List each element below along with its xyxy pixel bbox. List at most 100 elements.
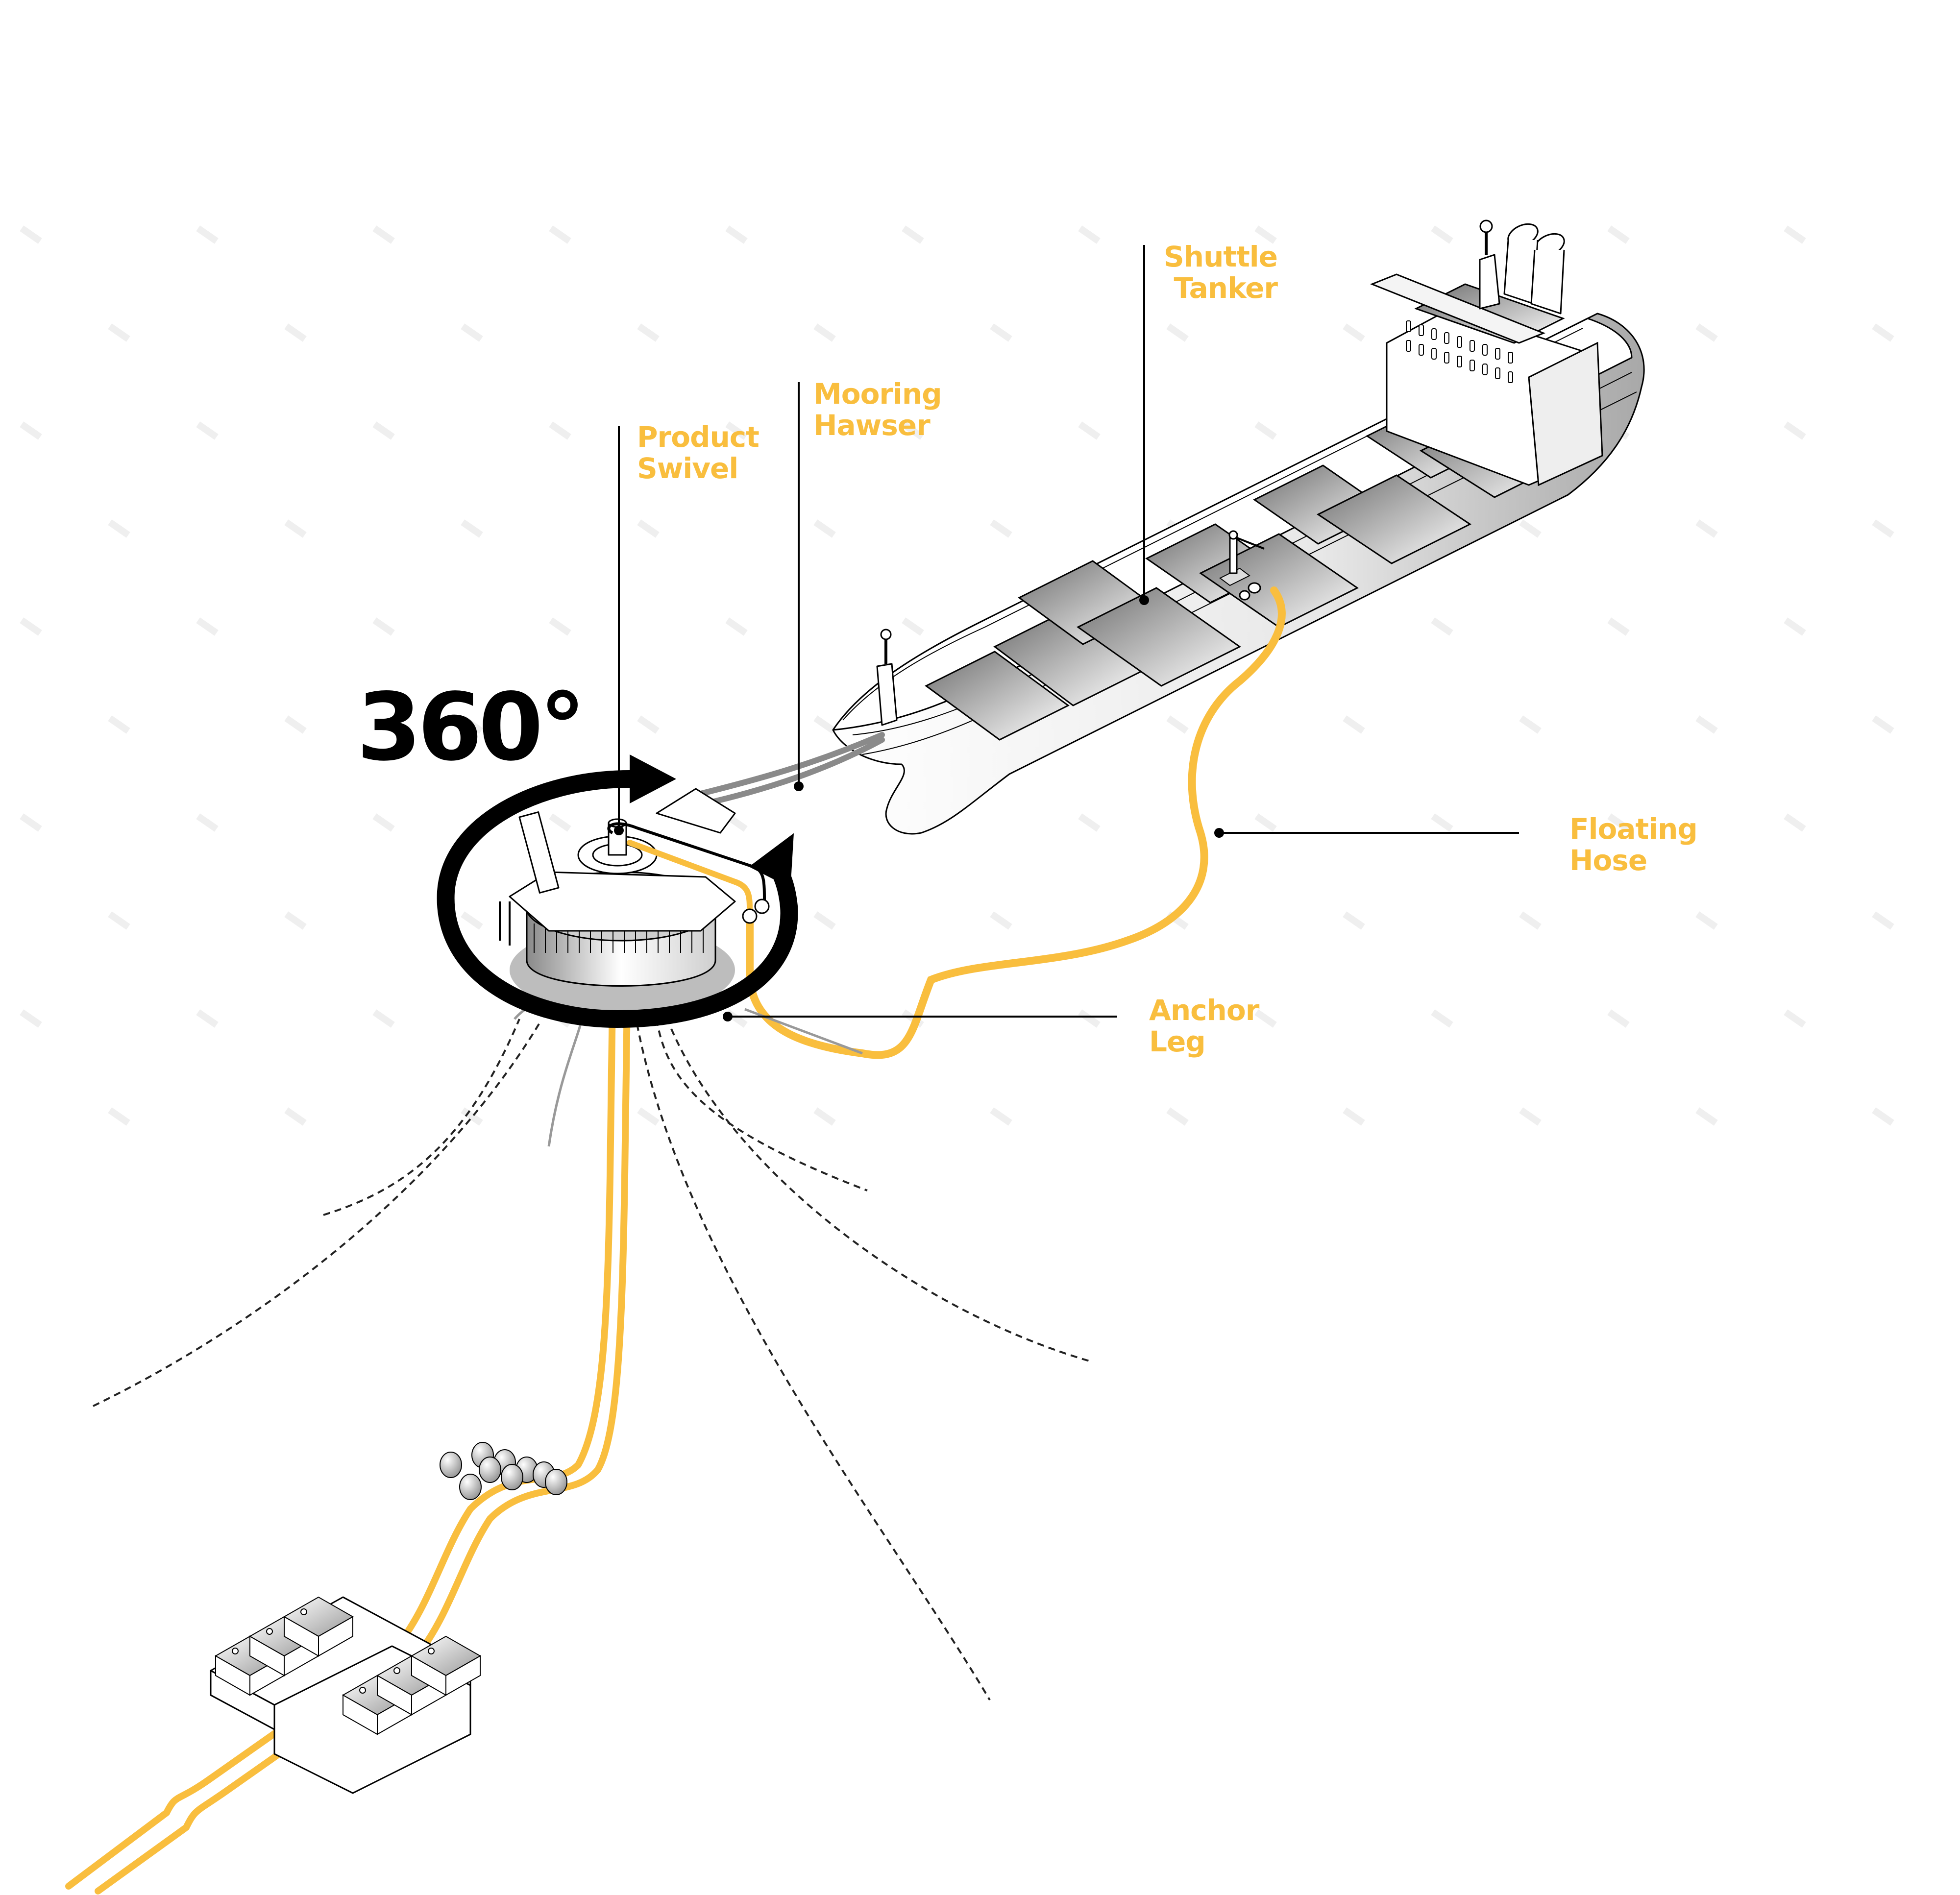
window (1419, 324, 1424, 336)
wave-mark (1872, 715, 1894, 734)
wave-mark (1343, 323, 1365, 342)
wave-mark (902, 617, 924, 636)
wave-mark (108, 323, 130, 342)
wave-mark (1695, 911, 1718, 930)
mooring-buoy (499, 788, 770, 1014)
label-floating-hose: Floating Hose (1569, 812, 1698, 877)
label-line: Swivel (637, 452, 738, 485)
wave-mark (372, 1009, 395, 1028)
superstructure (1370, 219, 1603, 486)
wave-mark (108, 1107, 130, 1126)
wave-mark (1607, 813, 1630, 832)
window (1431, 328, 1437, 340)
label-line: Anchor (1149, 994, 1259, 1027)
wave-mark (549, 421, 571, 440)
label-line: Shuttle (1164, 240, 1278, 273)
wave-mark (196, 225, 219, 244)
label-line: Hawser (813, 409, 931, 442)
window (1508, 371, 1513, 383)
wave-mark (461, 323, 483, 342)
wave-mark (1784, 1009, 1806, 1028)
mooring-hawser (698, 732, 885, 806)
wave-mark (1695, 715, 1718, 734)
label-line: Mooring (813, 377, 942, 411)
wave-mark (1872, 911, 1894, 930)
buoyancy-module (479, 1457, 501, 1483)
wave-mark (108, 911, 130, 930)
wave-mark (108, 715, 130, 734)
wave-mark (990, 519, 1012, 538)
wave-mark (1431, 813, 1453, 832)
wave-mark (1607, 225, 1630, 244)
wave-mark (1695, 323, 1718, 342)
bridge-windows (1406, 320, 1513, 383)
wave-mark (725, 617, 748, 636)
wave-mark (1078, 1009, 1101, 1028)
subsea-risers (65, 996, 631, 1895)
wave-mark (1166, 715, 1189, 734)
wave-mark (1343, 715, 1365, 734)
wave-mark (1695, 519, 1718, 538)
wave-mark (1078, 813, 1101, 832)
wave-mark (725, 421, 748, 440)
wave-mark (196, 813, 219, 832)
wave-mark (990, 911, 1012, 930)
wave-mark (725, 225, 748, 244)
wave-mark (813, 323, 836, 342)
wave-mark (196, 617, 219, 636)
label-line: Hose (1569, 844, 1647, 877)
wave-mark (372, 421, 395, 440)
window (1431, 348, 1437, 360)
label-line: Floating (1569, 812, 1698, 846)
wave-mark (1872, 323, 1894, 342)
wave-mark (1078, 225, 1101, 244)
wave-mark (637, 519, 660, 538)
wave-mark (1519, 519, 1542, 538)
deck-crane (1219, 530, 1265, 586)
wave-mark (1166, 1107, 1189, 1126)
wave-mark (1872, 519, 1894, 538)
wave-mark (372, 225, 395, 244)
wave-mark (549, 813, 571, 832)
window (1495, 367, 1500, 379)
window (1508, 352, 1513, 364)
wave-mark (902, 421, 924, 440)
wave-mark (1078, 421, 1101, 440)
bow-mast (876, 629, 898, 726)
buoyancy-module (545, 1469, 567, 1495)
window (1482, 344, 1488, 356)
wave-mark (1784, 617, 1806, 636)
wave-mark (725, 813, 748, 832)
wave-mark (1254, 421, 1277, 440)
wave-mark (1431, 1009, 1453, 1028)
wave-mark (813, 519, 836, 538)
plem-valve-blocks (214, 1596, 482, 1735)
valve-block (283, 1596, 354, 1657)
valve-block (410, 1635, 482, 1696)
wave-mark (637, 715, 660, 734)
rotation-arrow-icon (437, 754, 798, 1028)
wave-mark (1695, 1107, 1718, 1126)
wave-mark (284, 519, 307, 538)
wave-mark (549, 617, 571, 636)
wave-mark (549, 225, 571, 244)
wave-mark (196, 421, 219, 440)
wave-mark (1872, 1107, 1894, 1126)
wave-mark (813, 911, 836, 930)
window (1444, 332, 1449, 344)
wave-mark (1343, 1107, 1365, 1126)
wave-mark (461, 715, 483, 734)
wave-mark (990, 323, 1012, 342)
manifold-connector (1248, 582, 1261, 594)
wave-mark (372, 617, 395, 636)
wave-mark (461, 519, 483, 538)
wave-mark (20, 813, 42, 832)
wave-mark (813, 715, 836, 734)
wave-mark (1784, 421, 1806, 440)
label-shuttle-tanker: Shuttle Tanker (1164, 240, 1278, 304)
wave-mark (372, 813, 395, 832)
wave-mark (284, 323, 307, 342)
wave-mark (637, 323, 660, 342)
wave-mark (990, 1107, 1012, 1126)
